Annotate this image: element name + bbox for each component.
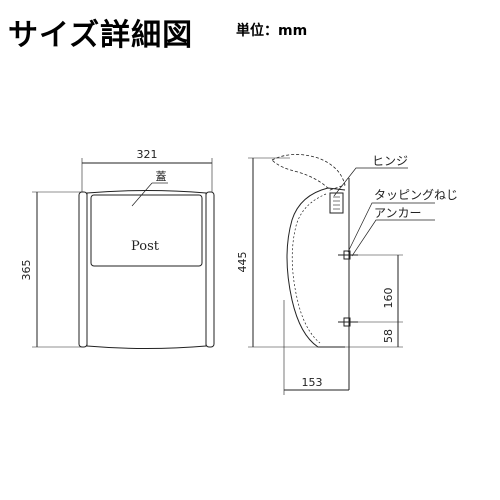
side-height-dimension-label: 445 — [236, 252, 249, 273]
anchor-lower-head — [343, 317, 351, 327]
post-label: Post — [131, 239, 160, 254]
anchor-bottom-label: 58 — [382, 329, 395, 343]
unit-label: 単位：mm — [236, 23, 308, 39]
side-view — [248, 154, 435, 395]
anchor-spacing-label: 160 — [382, 288, 395, 309]
side-body-inner — [291, 193, 327, 344]
width-dimension-label: 321 — [137, 148, 158, 161]
tapping-screw-callout: タッピングねじ — [374, 188, 458, 202]
height-dimension-label: 365 — [20, 260, 33, 281]
mailbox-body — [86, 190, 207, 349]
lid-panel — [90, 194, 203, 267]
anchor-lower — [338, 317, 358, 327]
left-rail — [78, 191, 88, 348]
anchor-upper — [338, 250, 358, 260]
anchor-leader — [351, 219, 435, 257]
hinge-leader — [333, 167, 408, 197]
lid-label: 蓋 — [156, 170, 167, 183]
tapping-screw-leader — [347, 202, 435, 253]
page-title: サイズ詳細図 — [8, 18, 194, 53]
front-view — [32, 158, 215, 349]
lid-leader-line — [131, 182, 153, 207]
side-body-outer — [286, 187, 346, 348]
anchor-callout: アンカー — [374, 206, 422, 220]
right-rail — [205, 191, 215, 348]
open-lid-outline — [271, 154, 346, 191]
anchor-upper-head — [343, 250, 351, 260]
hinge-block — [329, 192, 344, 214]
depth-dimension-label: 153 — [302, 376, 323, 389]
hinge-callout: ヒンジ — [372, 154, 408, 168]
